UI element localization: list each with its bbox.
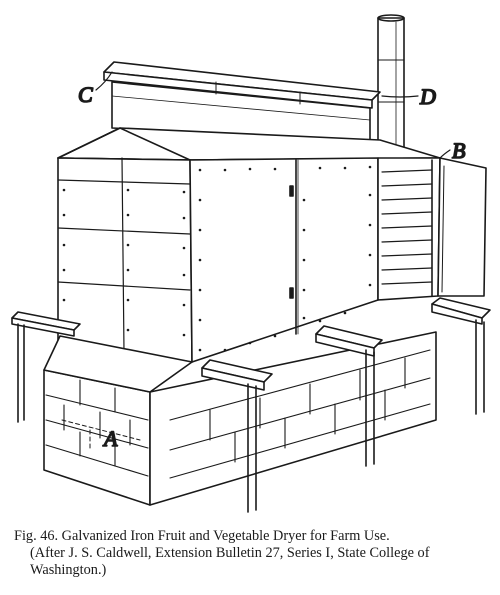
caption-source: (After J. S. Caldwell, Extension Bulleti… [30,545,430,578]
end-wall [57,157,193,363]
label-a: A [102,426,118,451]
label-b: B [452,138,465,163]
masonry-base [43,331,437,506]
dryer-illustration: C D B A [11,14,491,513]
chimney [377,14,405,149]
label-c: C [78,82,93,107]
figure-number: Fig. 46. [14,528,59,544]
louver-section [377,157,441,301]
side-door [437,157,487,297]
figure-caption: Fig. 46. Galvanized Iron Fruit and Veget… [14,528,492,579]
support-frame [11,297,491,513]
label-d: D [419,84,436,109]
leader-lines [95,71,451,159]
caption-title: Galvanized Iron Fruit and Vegetable Drye… [61,528,390,544]
roof-ventilator [103,61,381,141]
front-wall [189,157,379,363]
